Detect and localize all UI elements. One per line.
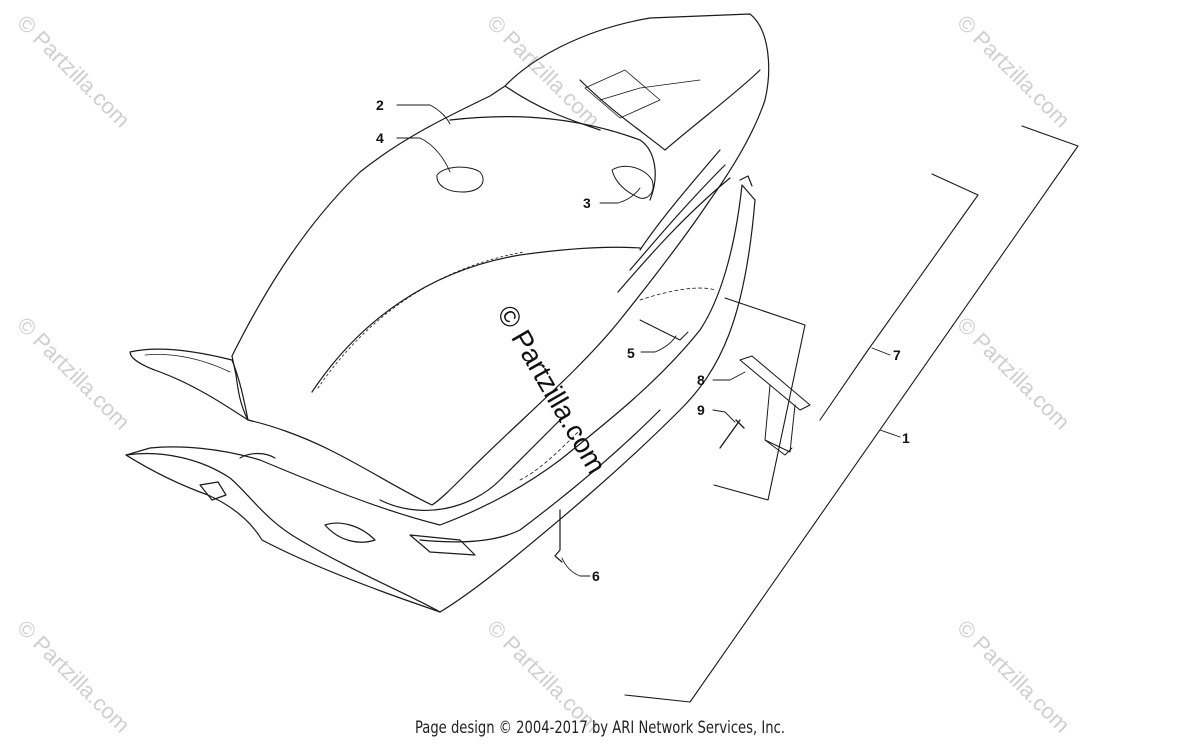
part-8-plate [739, 355, 811, 411]
part-5-wire-clip [639, 319, 689, 341]
seat-rear-decal [584, 69, 661, 119]
seat-cushion-crease [449, 116, 656, 201]
seat-side-line-a [639, 149, 721, 251]
callout-5: 5 [627, 345, 635, 361]
part-4-patch [436, 166, 484, 193]
seat-side-line-c [617, 177, 731, 293]
seat-base-pan [125, 184, 756, 613]
footer-copyright: Page design © 2004-2017 by ARI Network S… [414, 718, 785, 738]
seat-handle-pocket [409, 534, 476, 556]
seat-side-panel-line [311, 246, 641, 393]
bracket-7 [713, 173, 979, 501]
seat-base-hinge [239, 452, 276, 459]
seat-rear-bump [599, 79, 701, 101]
callout-6: 6 [592, 568, 600, 584]
part-6-pin [554, 509, 563, 563]
seat-base-bracket-left [199, 481, 227, 501]
part-8-bracket-foot [764, 439, 793, 456]
seat-base-lower-edge [125, 454, 441, 613]
callout-3: 3 [583, 195, 591, 211]
seat-base-rail [419, 409, 661, 543]
leader-2 [396, 104, 451, 125]
leader-7 [871, 347, 891, 356]
leader-5 [640, 335, 677, 353]
seat-inner-contour-c [639, 287, 716, 301]
callout-7: 7 [893, 347, 901, 363]
seat-inner-contour-b [519, 429, 581, 481]
seat-rear-step [579, 69, 761, 151]
callout-8: 8 [697, 372, 705, 388]
leader-6 [561, 557, 591, 577]
seat-rear-clip [739, 175, 753, 187]
part-8-bracket-leg [764, 384, 796, 453]
leader-8 [712, 371, 746, 381]
part-3-patch [611, 165, 654, 199]
leader-3 [599, 187, 641, 204]
leader-1 [879, 429, 901, 438]
part-9-rivet [719, 419, 745, 449]
seat-side-line-b [629, 164, 726, 271]
callout-1: 1 [902, 430, 910, 446]
seat-inner-contour-a [379, 419, 561, 511]
seat-rear-edge [504, 85, 601, 131]
leader-4 [396, 137, 451, 173]
callout-9: 9 [697, 402, 705, 418]
seat-side-stitch [317, 251, 525, 389]
seat-front-lip-inner [144, 354, 231, 373]
seat-top-outline [231, 13, 770, 506]
callout-4: 4 [376, 130, 384, 146]
leader-9 [712, 409, 736, 423]
callout-2: 2 [376, 97, 384, 113]
bracket-1 [624, 125, 1079, 703]
seat-front-lip [129, 348, 249, 421]
seat-latch-slot [324, 522, 376, 543]
